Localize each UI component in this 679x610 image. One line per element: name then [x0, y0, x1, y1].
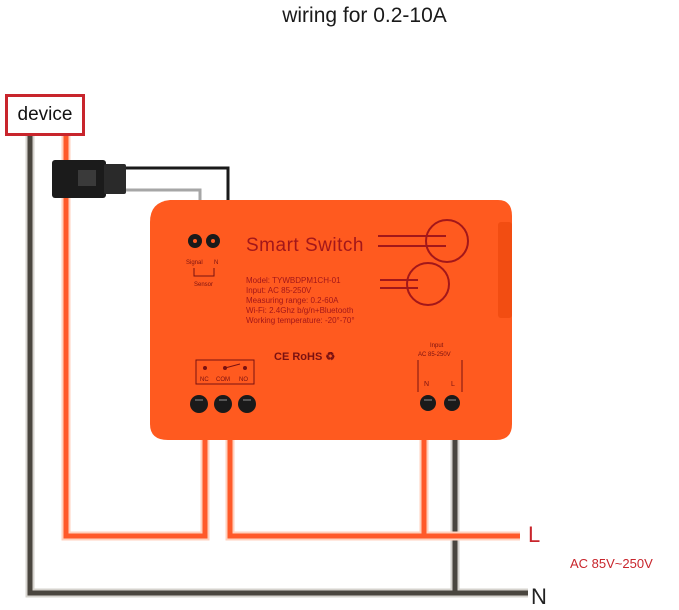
sensor-port: Signal N Sensor: [186, 234, 220, 288]
input-port: Input AC 85-250V N L: [417, 343, 463, 411]
smart-switch-module: Smart Switch Model: TYWBDPM1CH-01 Input:…: [150, 200, 512, 440]
input-pin-label: N: [424, 381, 429, 388]
ac-range-label: AC 85V~250V: [570, 556, 653, 571]
diagram-caption: wiring for 0.2-10A: [282, 4, 447, 27]
sensor-pin-label: N: [214, 260, 218, 266]
cert-marks: CE RoHS ♻: [274, 351, 335, 363]
sensor-lead-grey: [126, 188, 202, 202]
relay-terminals: [190, 395, 256, 413]
device-label-box: device: [5, 94, 85, 136]
module-side-bar: [498, 222, 512, 318]
input-caption: Input: [430, 343, 444, 349]
sensor-pin-label: Signal: [186, 260, 203, 266]
neutral-wire: [27, 136, 528, 596]
spec-line: Working temperature: -20°-70°: [246, 316, 355, 325]
sensor-lead-black: [126, 166, 230, 202]
neutral-wires: [25, 136, 528, 598]
sensor-connector: [52, 160, 126, 198]
relay-pin-label: COM: [216, 377, 230, 383]
spec-line: Model: TYWBDPM1CH-01: [246, 276, 341, 285]
spec-line: Wi-Fi: 2.4Ghz b/g/n+Bluetooth: [246, 306, 353, 315]
relay-pin-label: NC: [200, 377, 209, 383]
spec-lines: Model: TYWBDPM1CH-01 Input: AC 85-250V M…: [246, 276, 355, 325]
relay-pin-label: NO: [239, 377, 248, 383]
module-body: [150, 200, 512, 440]
device-label: device: [17, 104, 73, 125]
spec-line: Input: AC 85-250V: [246, 286, 312, 295]
neutral-terminal-label: N: [531, 584, 547, 609]
spec-line: Measuring range: 0.2-60A: [246, 296, 339, 305]
input-pin-label: L: [451, 381, 455, 388]
live-terminal-label: L: [528, 522, 541, 547]
sensor-caption: Sensor: [194, 282, 213, 288]
input-range: AC 85-250V: [418, 352, 451, 358]
relay-label-block: NC COM NO: [195, 359, 255, 385]
module-title: Smart Switch: [246, 235, 364, 256]
antenna-loops: [378, 219, 469, 306]
